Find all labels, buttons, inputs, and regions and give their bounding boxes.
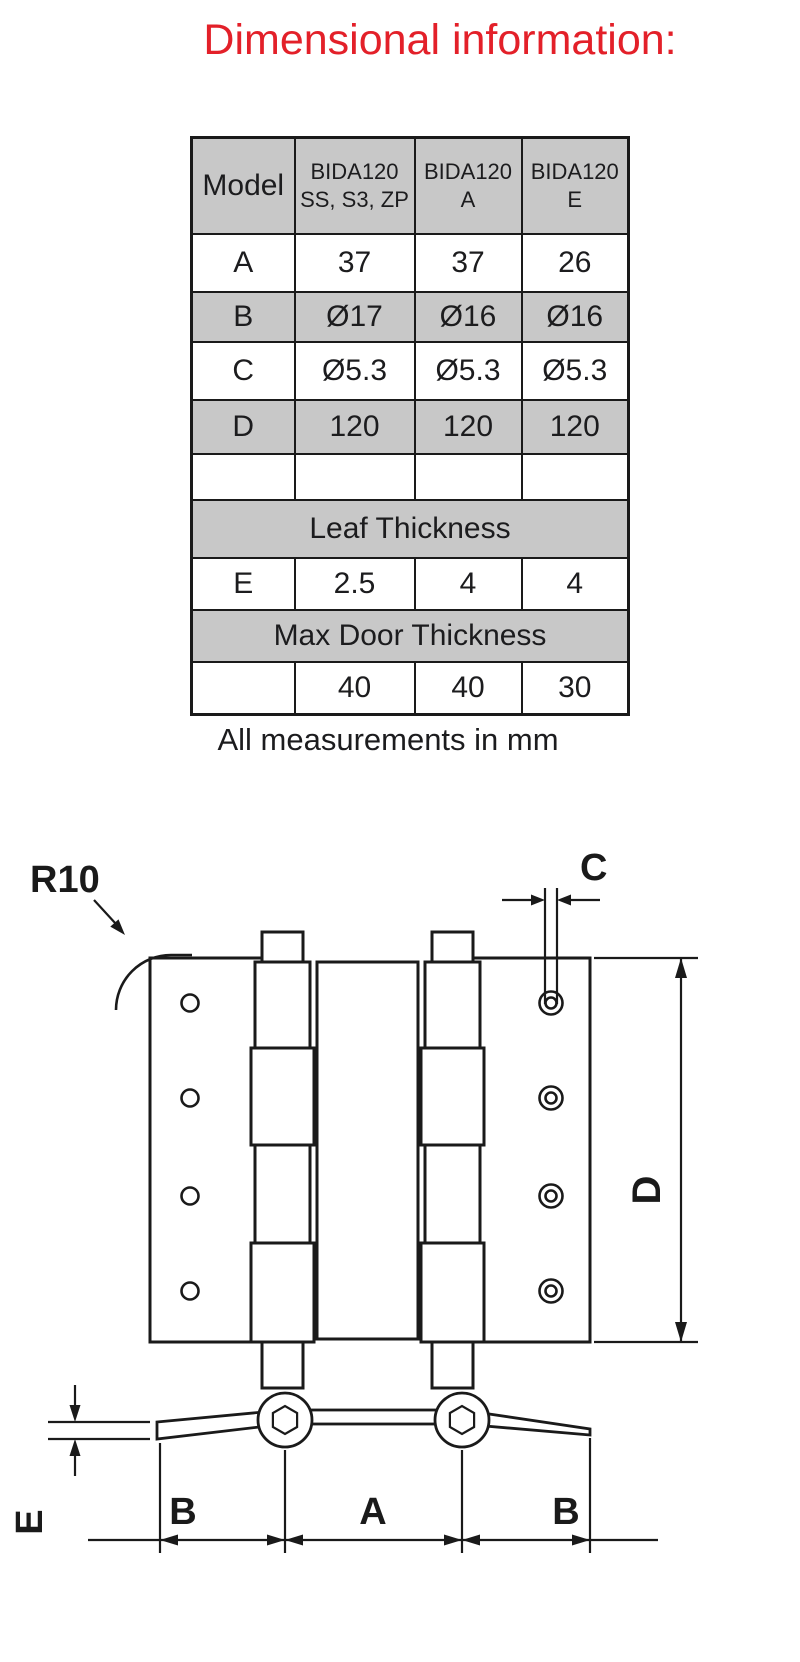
hex-nut-icon [271,1404,299,1436]
d-arrowhead-icon [675,958,687,978]
value-cell: Ø5.3 [520,340,630,401]
value-cell: Ø16 [413,290,523,343]
dimension-table: Model BIDA120 SS, S3, ZP BIDA120 A BIDA1… [190,136,630,716]
column-header-cell: BIDA120 SS, S3, ZP [293,136,416,235]
empty-row [190,452,630,501]
value-cell: 120 [293,398,416,455]
row-label-cell: E [190,556,296,611]
value-cell: 2.5 [293,556,416,611]
e-label: E [9,1509,51,1534]
column-header-cell: BIDA120 A [413,136,523,235]
dimension-d: D [594,956,698,1344]
r10-leader-line [93,899,117,925]
table-row: C Ø5.3 Ø5.3 Ø5.3 [190,340,630,401]
max-door-thickness-header: Max Door Thickness [190,608,630,663]
value-cell: 4 [413,556,523,611]
hex-nut-icon [448,1404,476,1436]
dimension-e: E [9,1385,150,1535]
value-cell: Ø16 [520,290,630,343]
value-cell: 26 [520,232,630,293]
hinge-front-view [148,930,592,1390]
column-header-line2: E [567,186,583,212]
column-header-line2: SS, S3, ZP [300,186,409,212]
dimension-r10: R10 [30,859,192,1011]
value-cell: 37 [293,232,416,293]
r10-arrowhead-icon [110,919,125,935]
bab-arrowhead-icon [572,1534,590,1546]
model-header-cell: Model [190,136,296,235]
leaf-thickness-header: Leaf Thickness [190,498,630,559]
column-header-line1: BIDA120 [310,159,399,185]
bab-arrowhead-icon [444,1534,462,1546]
empty-cell [413,452,523,501]
a-label: A [359,1491,386,1533]
bab-arrowhead-icon [160,1534,178,1546]
column-header-line1: BIDA120 [423,159,513,185]
r10-label: R10 [30,859,100,901]
row-label-cell [190,660,296,716]
max-door-thickness-header-row: Max Door Thickness [190,608,630,663]
table-row: A 37 37 26 [190,232,630,293]
row-label-cell: D [190,398,296,455]
b-left-label: B [169,1491,196,1533]
value-cell: 4 [520,556,630,611]
table-row: 40 40 30 [190,660,630,716]
dimension-c: C [502,847,607,1004]
value-cell: 40 [413,660,523,716]
b-right-label: B [552,1491,579,1533]
e-arrowhead-icon [69,1439,81,1456]
hinge-technical-drawing: R10 C D [9,847,698,1553]
c-label: C [580,847,607,889]
spring-barrel-left [249,930,316,1390]
bab-arrowhead-icon [285,1534,303,1546]
column-header-line2: A [460,186,476,212]
row-label-cell: A [190,232,296,293]
row-label-cell: C [190,340,296,401]
value-cell: Ø17 [293,290,416,343]
table-row: E 2.5 4 4 [190,556,630,611]
center-plate [315,960,420,1341]
dimension-bab: B A B [88,1438,658,1553]
d-label: D [625,1176,669,1205]
value-cell: 120 [520,398,630,455]
e-arrowhead-icon [69,1405,81,1422]
page-title: Dimensional information: [203,16,677,64]
r10-corner-arc [114,953,172,1011]
leaf-thickness-header-row: Leaf Thickness [190,498,630,559]
bab-arrowhead-icon [462,1534,480,1546]
c-arrowhead-icon [557,894,571,906]
table-row: D 120 120 120 [190,398,630,455]
row-label-cell: B [190,290,296,343]
value-cell: Ø5.3 [293,340,416,401]
bab-arrowhead-icon [267,1534,285,1546]
units-caption: All measurements in mm [217,722,559,757]
empty-cell [520,452,630,501]
value-cell: 30 [520,660,630,716]
column-header-line1: BIDA120 [530,159,619,185]
empty-cell [190,452,296,501]
value-cell: 120 [413,398,523,455]
left-leaf-holes [180,993,200,1301]
table-header-row: Model BIDA120 SS, S3, ZP BIDA120 A BIDA1… [190,136,630,235]
c-arrowhead-icon [531,894,545,906]
empty-cell [293,452,416,501]
value-cell: Ø5.3 [413,340,523,401]
d-arrowhead-icon [675,1322,687,1342]
table-row: B Ø17 Ø16 Ø16 [190,290,630,343]
value-cell: 37 [413,232,523,293]
hinge-section-view [155,1391,592,1449]
spring-barrel-right [419,930,486,1390]
column-header-cell: BIDA120 E [520,136,630,235]
value-cell: 40 [293,660,416,716]
